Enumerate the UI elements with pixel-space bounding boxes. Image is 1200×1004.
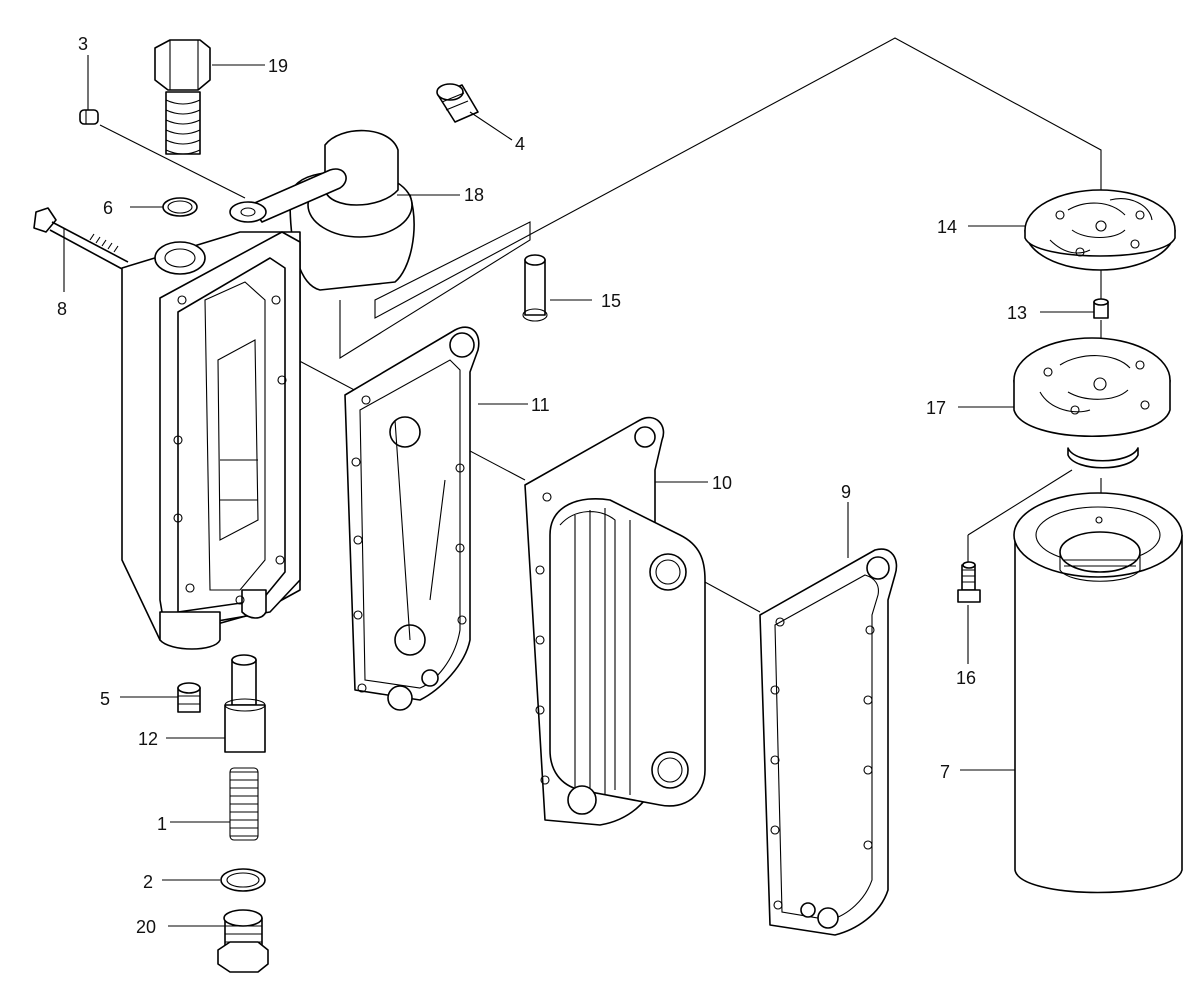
callout-9: 9 [841, 482, 851, 502]
part-16-bolt [957, 561, 981, 603]
callout-8: 8 [57, 299, 67, 319]
callout-2: 2 [143, 872, 153, 892]
callout-14: 14 [937, 217, 957, 237]
callout-19: 19 [268, 56, 288, 76]
callout-17: 17 [926, 398, 946, 418]
callout-18: 18 [464, 185, 484, 205]
callout-15: 15 [601, 291, 621, 311]
part-12-valve [224, 654, 266, 753]
part-17-filter-cover [1013, 337, 1171, 469]
part-1-spring [229, 767, 259, 841]
callout-10: 10 [712, 473, 732, 493]
part-2-o-ring [220, 868, 266, 892]
part-7-filter-cartridge [1013, 492, 1183, 894]
callout-16: 16 [956, 668, 976, 688]
callout-20: 20 [136, 917, 156, 937]
part-14-top-plate [1024, 189, 1176, 271]
callout-7: 7 [940, 762, 950, 782]
part-13-bush [1093, 298, 1109, 319]
callout-labels: 1 2 3 4 5 6 7 8 9 10 11 12 13 14 15 16 1… [57, 34, 1027, 937]
leader-lines [63, 55, 1094, 927]
callout-13: 13 [1007, 303, 1027, 323]
part-4-plug [436, 83, 479, 123]
part-9-gasket [759, 548, 898, 936]
part-20-drain-plug [217, 909, 269, 973]
part-6-o-ring [162, 197, 198, 217]
part-18-filter-head [229, 129, 415, 291]
part-3-screw [79, 109, 99, 125]
part-11-gasket [344, 326, 480, 711]
part-8-bolt [33, 207, 129, 271]
callout-1: 1 [157, 814, 167, 834]
callout-12: 12 [138, 729, 158, 749]
callout-4: 4 [515, 134, 525, 154]
part-19-plug-bolt [154, 39, 211, 155]
part-10-cooler-core [524, 416, 706, 826]
callout-3: 3 [78, 34, 88, 54]
callout-5: 5 [100, 689, 110, 709]
callout-11: 11 [531, 395, 550, 415]
main-oil-cooler-housing [121, 231, 301, 650]
callout-6: 6 [103, 198, 113, 218]
part-15-sleeve [522, 254, 548, 322]
part-5-plug [177, 682, 201, 713]
